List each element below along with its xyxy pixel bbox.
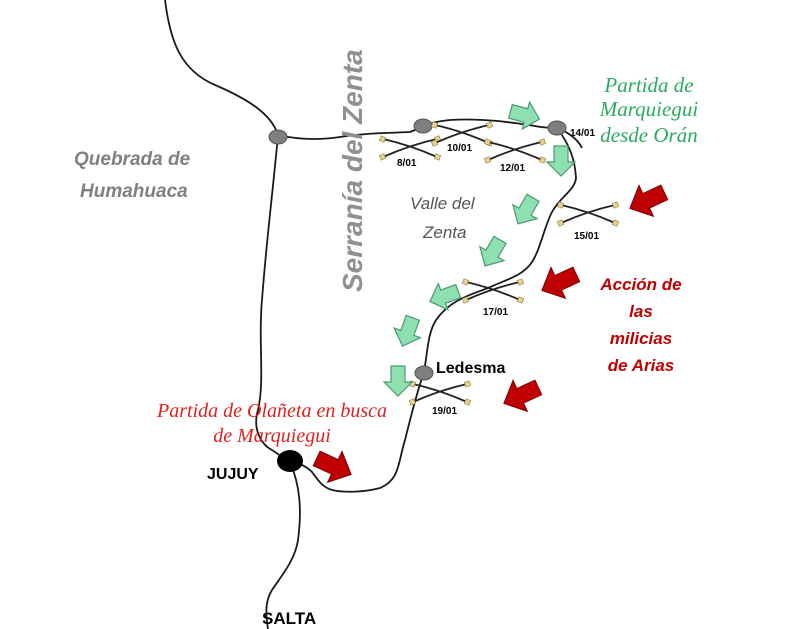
marquiegui-label-line2: Marquiegui: [599, 97, 699, 121]
ledesma-label: Ledesma: [436, 360, 505, 377]
olaneta-label-line2: de Marquiegui: [213, 425, 331, 447]
red-arrow-icon: [496, 371, 546, 420]
road-quebrada-south: [255, 134, 291, 463]
crossed-swords-icon: [408, 379, 472, 407]
green-arrow-icon: [505, 190, 546, 232]
serrania-label: Serranía del Zenta: [337, 49, 368, 292]
crossed-swords-icon: [556, 200, 620, 228]
crossed-swords-icon: [483, 137, 547, 165]
road-jujuy-salta: [265, 461, 301, 629]
quebrada-label-line2: Humahuaca: [80, 181, 188, 202]
accion-label-line4: de Arias: [608, 356, 674, 375]
town-marker-icon: [414, 365, 434, 381]
town-marker-icon: [268, 129, 288, 145]
accion-label-line2: las: [629, 302, 653, 321]
road-north-quebrada: [164, 0, 279, 136]
valle-label-line2: Zenta: [422, 223, 466, 242]
salta-label: SALTA: [262, 609, 316, 628]
quebrada-label-line1: Quebrada de: [74, 149, 191, 170]
battle-date: 17/01: [483, 307, 508, 318]
battle-date: 14/01: [570, 128, 595, 139]
green-arrow-icon: [424, 277, 464, 316]
battle-date: 10/01: [447, 143, 472, 154]
green-arrow-icon: [472, 232, 513, 274]
marquiegui-label-line3: desde Orán: [600, 123, 697, 147]
battle-date: 19/01: [432, 406, 457, 417]
green-arrow-icon: [388, 312, 427, 352]
battle-date: 8/01: [397, 158, 417, 169]
red-arrow-icon: [622, 176, 672, 225]
green-arrow-icon: [383, 365, 413, 397]
red-arrow-icon: [309, 442, 359, 491]
city-marker-icon: [277, 450, 303, 472]
road-network: [164, 0, 583, 629]
red-arrow-icon: [534, 258, 584, 307]
accion-label-line1: Acción de: [599, 275, 681, 294]
olaneta-label-line1: Partida de Olañeta en busca: [156, 400, 387, 422]
town-marker-icon: [413, 118, 433, 134]
jujuy-label: JUJUY: [207, 466, 259, 483]
valle-label-line1: Valle del: [410, 194, 476, 213]
marquiegui-label-line1: Partida de: [603, 73, 693, 97]
crossed-swords-icon: [378, 134, 442, 162]
battle-date: 12/01: [500, 163, 525, 174]
battle-date: 15/01: [574, 231, 599, 242]
accion-label-line3: milicias: [610, 329, 672, 348]
route-marquiegui: [289, 127, 577, 493]
crossed-swords-icon: [461, 277, 525, 305]
town-marker-icon: [547, 120, 567, 136]
green-arrow-icon: [506, 97, 544, 134]
